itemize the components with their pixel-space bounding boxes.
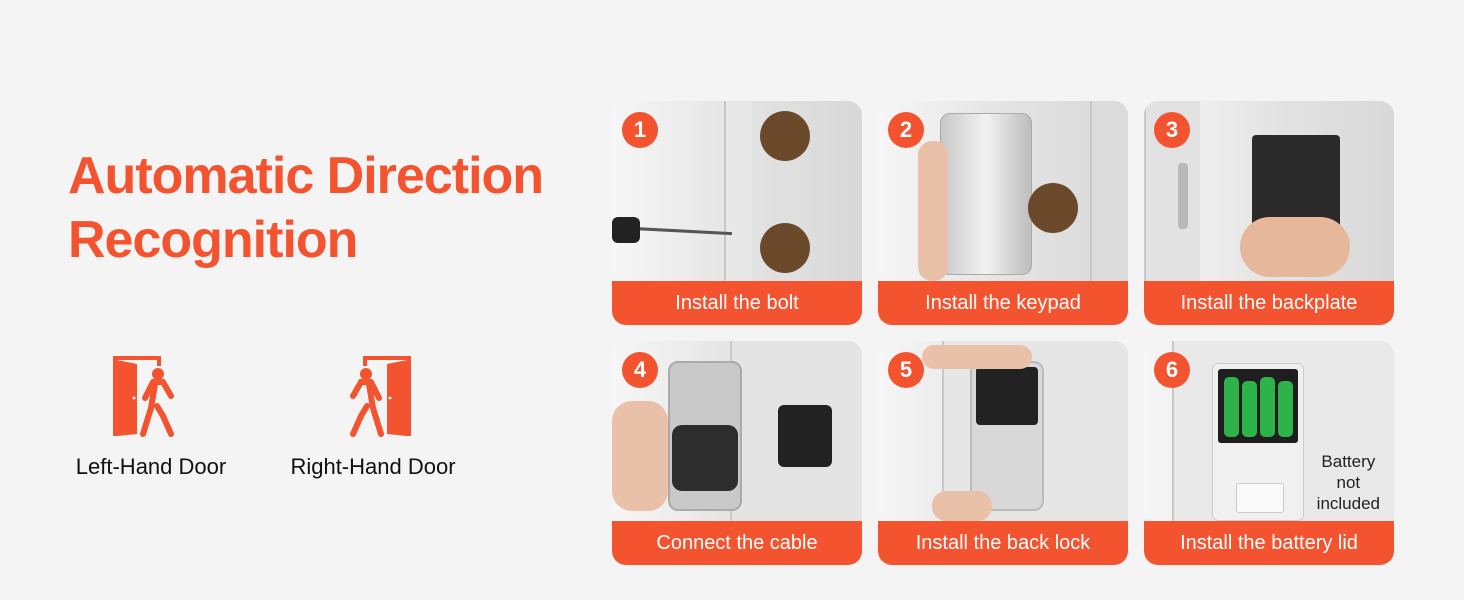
step-caption: Install the backplate	[1144, 281, 1394, 325]
step-caption: Install the back lock	[878, 521, 1128, 565]
install-bolt-photo	[612, 101, 862, 281]
left-hand-door-icon	[113, 356, 174, 437]
install-keypad-photo	[878, 101, 1128, 281]
step-caption: Install the keypad	[878, 281, 1128, 325]
step-caption: Install the battery lid	[1144, 521, 1394, 565]
install-back-lock-photo	[878, 341, 1128, 521]
left-hand-door: Left-Hand Door	[66, 354, 236, 480]
step-number-badge: 6	[1154, 352, 1190, 388]
battery-note: Battery not included	[1316, 452, 1380, 513]
step-number-badge: 3	[1154, 112, 1190, 148]
step-card-6: Battery not included 6 Install the batte…	[1144, 341, 1394, 565]
step-card-4: 4 Connect the cable	[612, 341, 862, 565]
step-card-3: 3 Install the backplate	[1144, 101, 1394, 325]
right-hand-door: Right-Hand Door	[282, 354, 464, 480]
step-card-1: 1 Install the bolt	[612, 101, 862, 325]
step-number-badge: 2	[888, 112, 924, 148]
step-caption: Install the bolt	[612, 281, 862, 325]
page-title: Automatic Direction Recognition	[68, 147, 544, 269]
step-number-badge: 5	[888, 352, 924, 388]
right-hand-door-icon	[350, 356, 411, 437]
step-number-badge: 1	[622, 112, 658, 148]
step-caption: Connect the cable	[612, 521, 862, 565]
step-card-2: 2 Install the keypad	[878, 101, 1128, 325]
step-card-5: 5 Install the back lock	[878, 341, 1128, 565]
step-number-badge: 4	[622, 352, 658, 388]
